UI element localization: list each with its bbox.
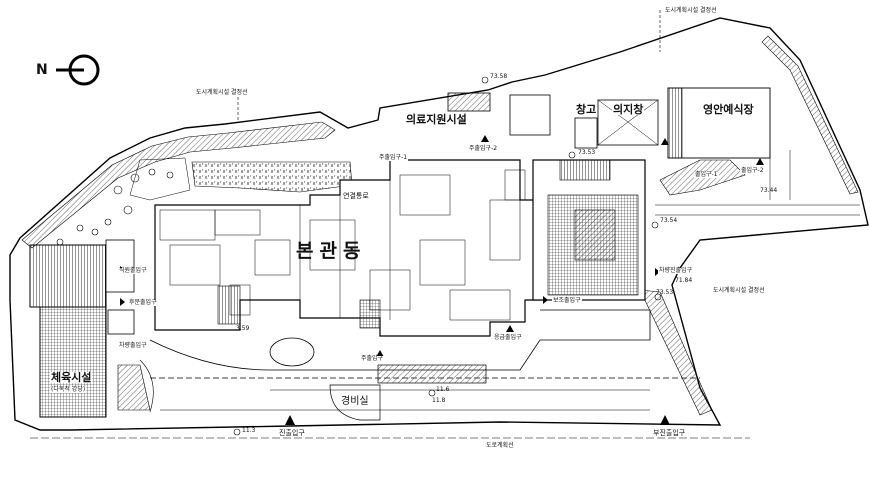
garden-strip bbox=[129, 157, 191, 201]
north-arrow bbox=[56, 54, 100, 86]
roof-lines bbox=[597, 99, 659, 146]
sub-gate-label: 부진출입구 bbox=[652, 429, 687, 437]
elevation-label: 73.58 bbox=[490, 73, 508, 80]
gym-building bbox=[39, 306, 107, 418]
main-gate-marker bbox=[285, 415, 295, 425]
funeral-hall-label: 영안예식장 bbox=[702, 103, 755, 116]
gym-roof bbox=[29, 244, 107, 308]
boundary-label-right: 도시계획시설 결정선 bbox=[712, 287, 766, 294]
incinerator-label: 의지창 bbox=[612, 103, 645, 116]
funeral-hall-hatch bbox=[667, 87, 683, 159]
stair bbox=[359, 299, 381, 329]
ramp bbox=[139, 359, 154, 413]
roundabout bbox=[269, 337, 315, 367]
site-boundary bbox=[9, 17, 869, 431]
warehouse-label: 창고 bbox=[575, 103, 598, 116]
driveway bbox=[149, 309, 651, 371]
exit-1-label: 출입구-1 bbox=[694, 171, 719, 178]
vehicle-entrance-left-label: 차량출입구 bbox=[118, 342, 148, 349]
staff-entrance-label: 직원출입구 bbox=[118, 267, 148, 274]
emergency-entrance-label: 응급출입구 bbox=[493, 334, 523, 341]
embankment bbox=[21, 121, 336, 249]
annex-passage-label: 연결통로 bbox=[342, 192, 370, 200]
embankment bbox=[761, 35, 859, 195]
boundary-label-left: 도시계획시설 결정선 bbox=[195, 89, 249, 96]
parking-ramp bbox=[574, 209, 616, 261]
elevation-label: 3.59 bbox=[236, 325, 250, 332]
embankment bbox=[639, 289, 713, 416]
main-entrance-2-label: 주출입구-2 bbox=[468, 145, 499, 152]
gym-label: 체육시설 bbox=[50, 371, 93, 384]
ramp bbox=[117, 364, 151, 411]
medical-support-building bbox=[447, 92, 491, 112]
funeral-hall-building bbox=[667, 87, 771, 159]
access-road bbox=[655, 204, 860, 216]
boundary-label-top: 도시계획시설 결정선 bbox=[664, 7, 718, 14]
north-label: N bbox=[36, 62, 48, 78]
warehouse-building bbox=[574, 117, 598, 149]
stair bbox=[217, 285, 241, 325]
side-entrance-label: 보조출입구 bbox=[552, 297, 582, 304]
sub-gate-marker bbox=[660, 415, 670, 425]
elevation-label: 11.8 bbox=[432, 397, 446, 404]
annex-passage bbox=[107, 309, 135, 335]
boundary-label-bottom: 도로계획선 bbox=[485, 442, 515, 449]
parking-stalls bbox=[769, 150, 791, 200]
front-parking bbox=[377, 364, 487, 384]
vehicle-entrance-right-label: 차량진출입구 bbox=[658, 267, 694, 274]
exit-2-label: 출입구-2 bbox=[740, 167, 765, 174]
elevation-label: 73.53 bbox=[656, 289, 674, 296]
main-building bbox=[154, 159, 546, 337]
tree-group bbox=[56, 168, 174, 246]
parking-ramp bbox=[559, 159, 611, 181]
main-building-detail bbox=[159, 160, 526, 321]
guard-house-area bbox=[329, 384, 381, 421]
guard-house-label: 경비실 bbox=[340, 396, 370, 407]
elevation-label: 11.3 bbox=[242, 427, 256, 434]
elevation-markers bbox=[233, 76, 662, 436]
main-entrance-1-label: 주출입구-1 bbox=[378, 154, 409, 161]
gym-sub-label: (다목적 강당) bbox=[50, 386, 87, 393]
medical-support-building bbox=[509, 94, 551, 136]
main-gate-label: 진출입구 bbox=[278, 429, 306, 437]
elevation-label: 73.53 bbox=[578, 149, 596, 156]
main-building-label: 본관동 bbox=[296, 240, 367, 262]
rear-entrance-label: 후문출입구 bbox=[128, 299, 158, 306]
medical-support-label: 의료지원시설 bbox=[405, 113, 468, 126]
driveway bbox=[160, 389, 650, 411]
elevation-label: 73.54 bbox=[660, 217, 678, 224]
elevation-label: 71.84 bbox=[675, 277, 693, 284]
garden-strip bbox=[191, 161, 353, 193]
elevation-label: 11.6 bbox=[436, 386, 450, 393]
elevation-label: 73.44 bbox=[760, 187, 778, 194]
main-entrance-label: 주출입구 bbox=[360, 355, 385, 362]
